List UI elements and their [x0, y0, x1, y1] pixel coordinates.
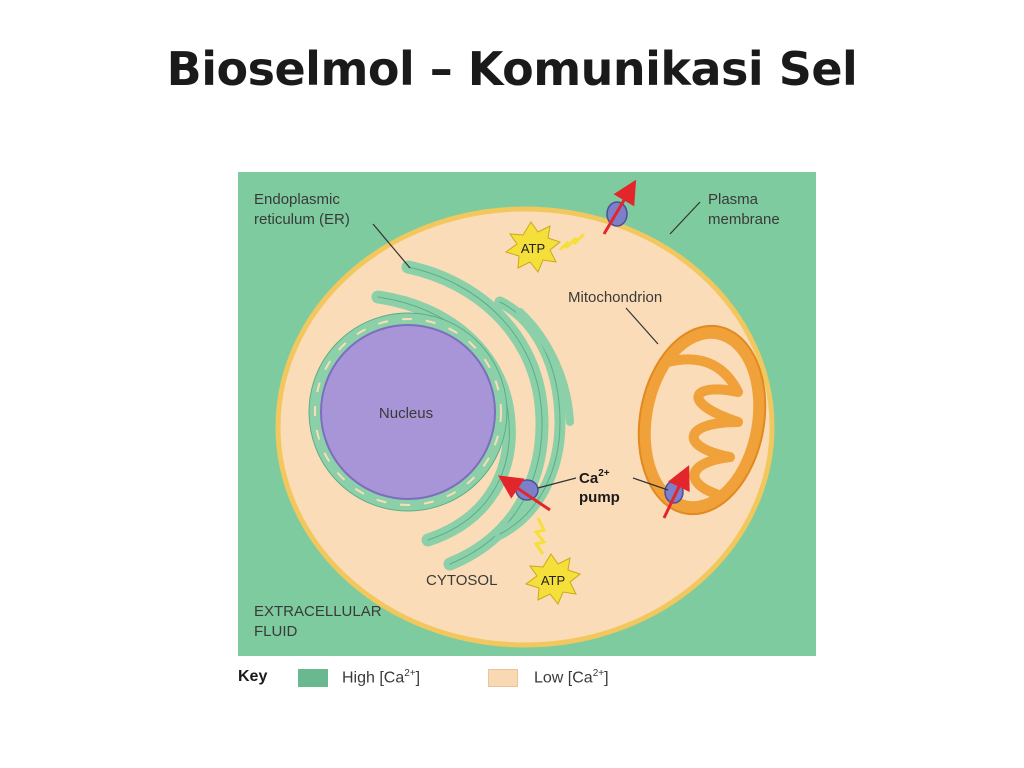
atp-label-top: ATP [521, 241, 545, 256]
atp-burst-bottom: ATP [524, 517, 582, 605]
ca-label-superscript: 2+ [598, 468, 610, 479]
low-ca-label-base: Low [Ca [534, 669, 593, 687]
pump-label: pump [579, 489, 620, 506]
nuclear-pores [314, 318, 502, 506]
mitochondrion-label: Mitochondrion [568, 289, 662, 306]
ca-pump-leader-mitochondrion [632, 477, 669, 491]
diagram-canvas: ATP ATP Endoplasmic reticulum (ER) Plasm… [238, 172, 816, 656]
ca-label-base: Ca [579, 470, 599, 487]
plasma-membrane-label-line2: membrane [708, 211, 780, 228]
mitochondrion-leader-line [625, 307, 659, 345]
ca-pump-mitochondrion [662, 465, 690, 519]
low-ca-swatch [488, 669, 518, 687]
ca-pump-leader-er [537, 477, 577, 489]
er-leader-line [372, 223, 411, 269]
plasma-membrane-leader-line [669, 201, 701, 235]
atp-label-bottom: ATP [541, 573, 565, 588]
nucleus-label: Nucleus [379, 405, 433, 422]
endoplasmic-reticulum [371, 260, 574, 571]
cytosol-label: CYTOSOL [426, 572, 497, 589]
key-title: Key [238, 668, 268, 685]
cell-calcium-diagram: ATP ATP Endoplasmic reticulum (ER) Plasm… [238, 172, 816, 656]
high-ca-label-base: High [Ca [342, 669, 405, 687]
high-ca-swatch [298, 669, 328, 687]
atp-burst-top: ATP [504, 221, 586, 273]
ca-pump-er [498, 475, 551, 512]
extracellular-fluid-label-line2: FLUID [254, 623, 298, 640]
ca-label: Ca2+ [579, 468, 610, 487]
extracellular-fluid-label-line1: EXTRACELLULAR [254, 603, 382, 620]
er-label-line2: reticulum (ER) [254, 211, 350, 228]
nucleus [320, 324, 496, 500]
plasma-membrane-label-line1: Plasma [708, 191, 759, 208]
slide-title: Bioselmol – Komunikasi Sel [166, 42, 858, 96]
high-ca-label-end: ] [415, 669, 421, 687]
er-label-line1: Endoplasmic [254, 191, 340, 208]
energy-zigzag-bottom [533, 517, 547, 555]
high-ca-label-superscript: 2+ [404, 668, 416, 679]
low-ca-label: Low [Ca2+] [534, 668, 609, 687]
color-key: Key High [Ca2+] Low [Ca2+] [238, 668, 738, 690]
high-ca-label: High [Ca2+] [342, 668, 420, 687]
ca-pump-plasma-membrane [602, 179, 637, 235]
low-ca-label-end: ] [604, 669, 609, 687]
low-ca-label-superscript: 2+ [592, 668, 605, 679]
energy-zigzag-top [558, 232, 586, 252]
